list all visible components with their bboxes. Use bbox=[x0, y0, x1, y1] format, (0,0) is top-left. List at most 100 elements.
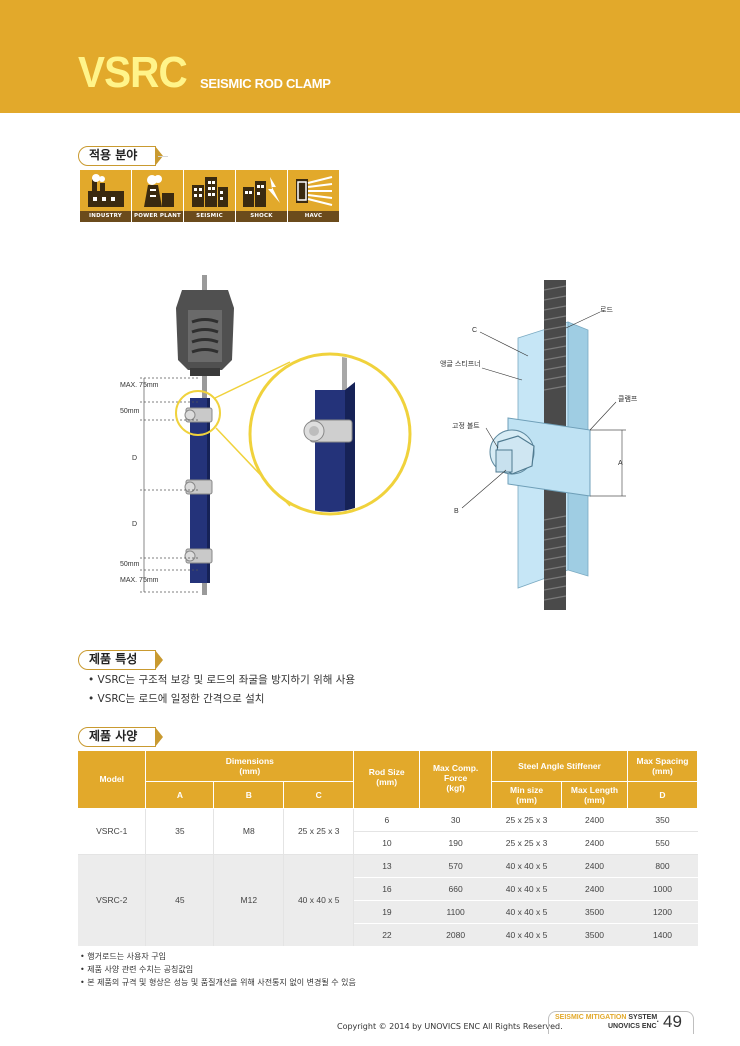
section-tag-specs: 제품 사양 bbox=[78, 726, 164, 747]
label-a: A bbox=[618, 460, 623, 467]
seismic-building-icon bbox=[192, 177, 228, 207]
cell-force: 570 bbox=[419, 854, 492, 878]
cell-max-length: 3500 bbox=[561, 923, 628, 947]
cell-c: 25 x 25 x 3 bbox=[283, 808, 355, 855]
table-row: VSRC-1 35 M8 25 x 25 x 3 6 30 25 x 25 x … bbox=[78, 808, 698, 855]
feature-item: • VSRC는 구조적 보강 및 로드의 좌굴을 방지하기 위해 사용 bbox=[88, 674, 356, 686]
page-number: 49 bbox=[663, 1012, 682, 1031]
app-label: SEISMIC bbox=[184, 211, 235, 222]
app-seismic: SEISMIC bbox=[184, 170, 235, 222]
cell-min-size: 40 x 40 x 5 bbox=[491, 854, 562, 878]
col-min-size: Min size(mm) bbox=[491, 781, 563, 809]
note-item: • 제품 사양 관련 수치는 공칭값임 bbox=[80, 965, 194, 974]
col-stiffener: Steel Angle Stiffener bbox=[491, 751, 628, 782]
dim-label: D bbox=[132, 455, 137, 462]
clamp bbox=[184, 548, 213, 564]
cell-min-size: 25 x 25 x 3 bbox=[491, 808, 562, 832]
label-c: C bbox=[472, 327, 477, 334]
table-row: 16 660 40 x 40 x 5 2400 1000 bbox=[78, 877, 698, 901]
app-industry: INDUSTRY bbox=[80, 170, 131, 222]
cell-force: 660 bbox=[419, 877, 492, 901]
cell-d: 350 bbox=[627, 808, 698, 832]
header-bar: VSRC SEISMIC ROD CLAMP bbox=[0, 0, 740, 113]
magnify-origin bbox=[175, 390, 221, 436]
app-label: POWER PLANT bbox=[132, 211, 183, 222]
cell-d: 1400 bbox=[627, 923, 698, 947]
cell-max-length: 3500 bbox=[561, 900, 628, 924]
cell-b: M8 bbox=[213, 808, 285, 855]
cell-max-length: 2400 bbox=[561, 808, 628, 832]
cell-d: 1000 bbox=[627, 877, 698, 901]
cell-rod: 10 bbox=[353, 831, 420, 855]
cell-d: 800 bbox=[627, 854, 698, 878]
divider bbox=[158, 156, 168, 157]
cell-b: M12 bbox=[213, 854, 285, 947]
cell-max-length: 2400 bbox=[561, 877, 628, 901]
feature-list: • VSRC는 구조적 보강 및 로드의 좌굴을 방지하기 위해 사용 • VS… bbox=[88, 672, 355, 710]
hvac-duct-icon bbox=[296, 176, 333, 206]
cell-min-size: 40 x 40 x 5 bbox=[491, 877, 562, 901]
col-d: D bbox=[627, 781, 699, 809]
cell-max-length: 2400 bbox=[561, 854, 628, 878]
col-max-comp: Max Comp.Force(kgf) bbox=[419, 751, 493, 809]
app-shock: SHOCK bbox=[236, 170, 287, 222]
table-row: 10 190 25 x 25 x 3 2400 550 bbox=[78, 831, 698, 855]
col-model: Model bbox=[78, 751, 147, 809]
app-label: INDUSTRY bbox=[80, 211, 131, 222]
label-angle-stiffener: 앵글 스티프너 bbox=[440, 359, 481, 368]
label-fixing-bolt: 고정 볼트 bbox=[452, 421, 480, 430]
copyright: Copyright © 2014 by UNOVICS ENC All Righ… bbox=[337, 1022, 563, 1031]
cell-rod: 16 bbox=[353, 877, 420, 901]
table-row: 22 2080 40 x 40 x 5 3500 1400 bbox=[78, 923, 698, 947]
cell-rod: 19 bbox=[353, 900, 420, 924]
cell-a: 45 bbox=[145, 854, 215, 947]
col-max-spacing: Max Spacing(mm) bbox=[627, 751, 699, 782]
footer-dot: · bbox=[656, 1015, 660, 1028]
dim-label: 50mm bbox=[120, 408, 140, 415]
col-dimensions: Dimensions(mm) bbox=[145, 751, 355, 782]
cell-min-size: 40 x 40 x 5 bbox=[491, 923, 562, 947]
label-clamp: 클램프 bbox=[618, 395, 638, 403]
spec-table: Model Dimensions(mm) Rod Size(mm) Max Co… bbox=[78, 751, 699, 947]
col-c: C bbox=[283, 781, 355, 809]
product-subtitle: SEISMIC ROD CLAMP bbox=[200, 76, 331, 91]
cell-rod: 6 bbox=[353, 808, 420, 832]
cell-force: 1100 bbox=[419, 900, 492, 924]
cell-c: 40 x 40 x 5 bbox=[283, 854, 355, 947]
cell-min-size: 25 x 25 x 3 bbox=[491, 831, 562, 855]
factory-icon bbox=[88, 174, 124, 207]
cell-max-length: 2400 bbox=[561, 831, 628, 855]
dim-label: MAX. 75mm bbox=[120, 577, 159, 584]
cell-rod: 13 bbox=[353, 854, 420, 878]
clamp-detail-diagram: C 로드 앵글 스티프너 클램프 고정 볼트 A B bbox=[440, 280, 638, 610]
table-row: 19 1100 40 x 40 x 5 3500 1200 bbox=[78, 900, 698, 924]
cell-rod: 22 bbox=[353, 923, 420, 947]
app-label: HAVC bbox=[288, 211, 339, 222]
dim-label: D bbox=[132, 521, 137, 528]
table-row: VSRC-2 45 M12 40 x 40 x 5 13 570 40 x 40… bbox=[78, 854, 698, 947]
feature-item: • VSRC는 로드에 일정한 간격으로 설치 bbox=[88, 693, 265, 705]
col-max-length: Max Length(mm) bbox=[561, 781, 628, 809]
col-rod-size: Rod Size(mm) bbox=[353, 751, 421, 809]
cell-min-size: 40 x 40 x 5 bbox=[491, 900, 562, 924]
cell-model: VSRC-2 bbox=[78, 854, 147, 947]
cell-d: 550 bbox=[627, 831, 698, 855]
application-icons: INDUSTRY POWER PLANT SEISMIC SHOCK bbox=[80, 170, 339, 222]
label-rod: 로드 bbox=[600, 306, 613, 314]
section-tag-application: 적용 분야 bbox=[78, 145, 164, 166]
installation-diagram: MAX. 75mm 50mm D D 50mm MAX. 75mm bbox=[120, 275, 412, 595]
clamp bbox=[184, 407, 213, 423]
col-b: B bbox=[213, 781, 285, 809]
col-a: A bbox=[145, 781, 215, 809]
label-b: B bbox=[454, 508, 459, 515]
shock-icon bbox=[243, 177, 280, 207]
section-tag-features: 제품 특성 bbox=[78, 649, 164, 670]
app-label: SHOCK bbox=[236, 211, 287, 222]
cell-a: 35 bbox=[145, 808, 215, 855]
cell-d: 1200 bbox=[627, 900, 698, 924]
footer-series: SEISMIC MITIGATION SYSTEM bbox=[555, 1014, 658, 1021]
dim-label: 50mm bbox=[120, 561, 140, 568]
dim-label: MAX. 75mm bbox=[120, 382, 159, 389]
note-item: • 행거로드는 사용자 구입 bbox=[80, 952, 166, 961]
cell-force: 2080 bbox=[419, 923, 492, 947]
